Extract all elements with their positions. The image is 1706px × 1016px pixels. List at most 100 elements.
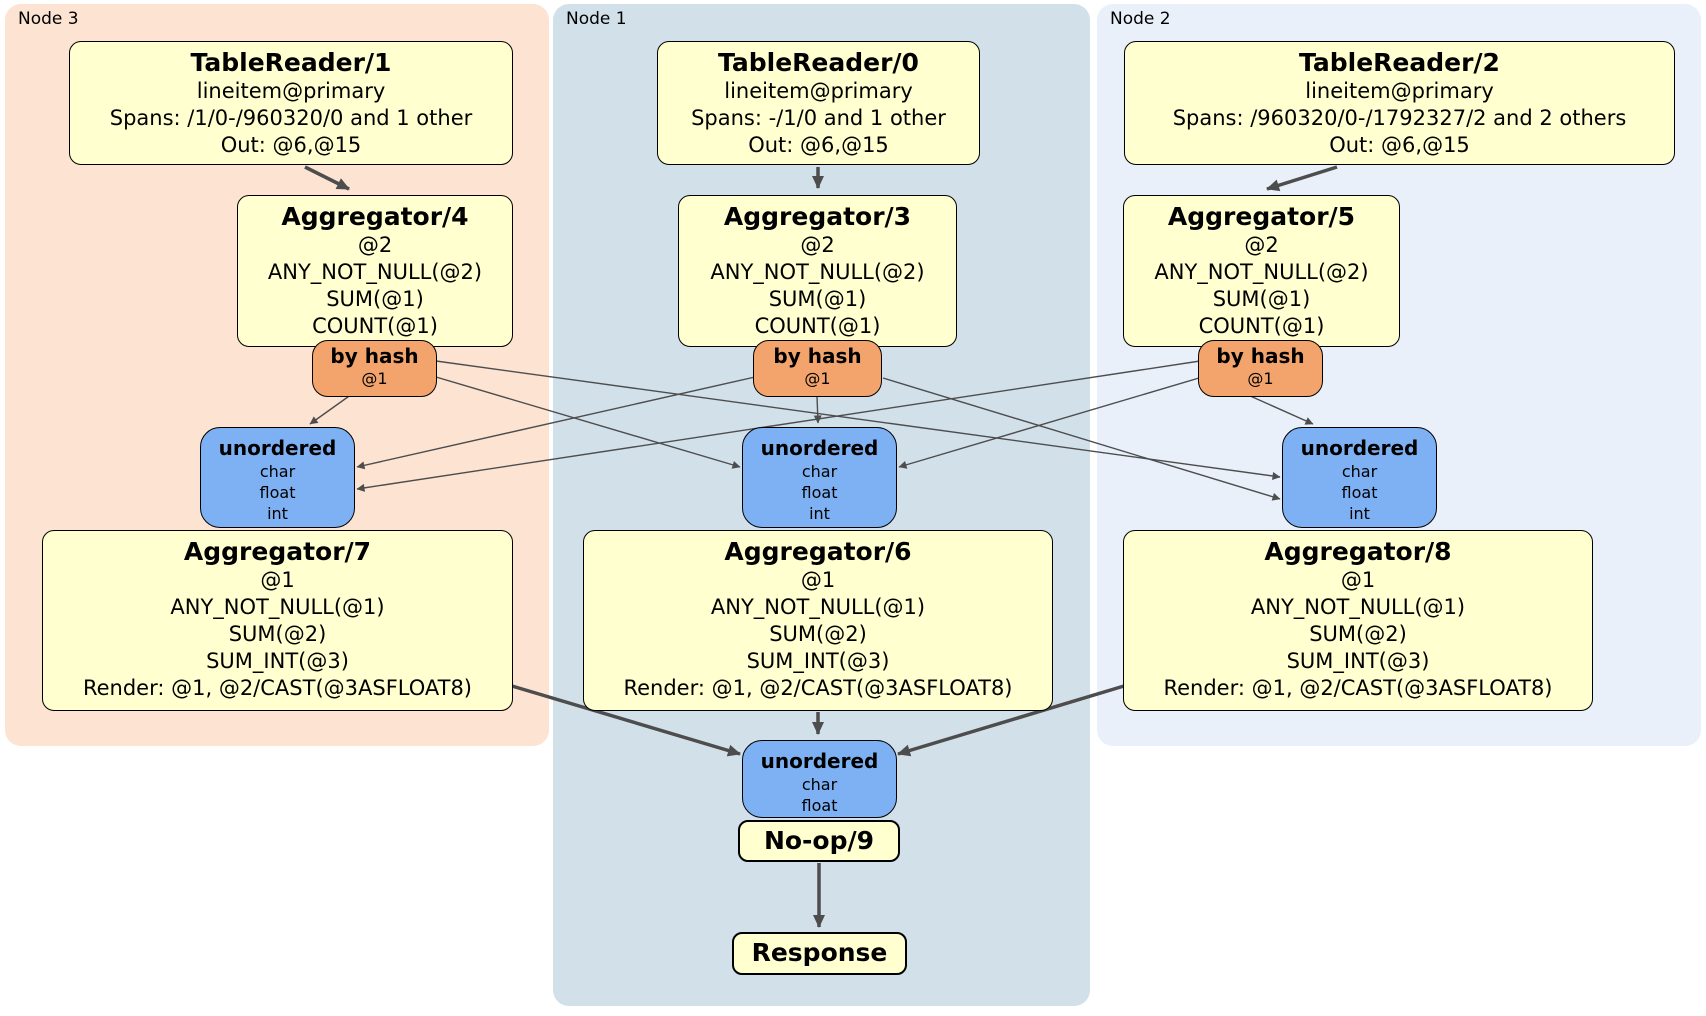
box-line: int [267,504,288,523]
box-title: Aggregator/4 [281,202,469,231]
box-line: @1 [800,568,836,592]
box-line: Out: @6,@15 [748,133,889,157]
box-line: float [801,483,838,502]
box-lines: @1 [1199,369,1322,389]
box-line: int [1349,504,1370,523]
box-line: SUM_INT(@3) [1286,649,1430,673]
edge-hashL-syncC [435,376,741,469]
unordered-sync-node2: unordered char float int [1282,427,1437,528]
box-title: unordered [218,436,337,460]
box-title: by hash [773,344,862,368]
box-line: ANY_NOT_NULL(@2) [710,260,925,284]
edge-hashC-syncR [882,377,1281,501]
box-line: Render: @1, @2/CAST(@3ASFLOAT8) [1163,676,1553,700]
box-line: SUM_INT(@3) [206,649,349,673]
box-title: Aggregator/3 [723,202,912,231]
box-lines: @1 [754,369,881,389]
box-line: float [801,796,838,815]
hash-router-node2: by hash @1 [1198,340,1323,397]
edge-hashC-syncL [356,376,756,470]
box-line: lineitem@primary [196,79,386,103]
box-title: Aggregator/5 [1167,202,1356,231]
edge-hashR-syncC [898,377,1200,469]
box-line: @2 [1244,233,1279,257]
box-line: char [801,462,838,481]
box-line: COUNT(@1) [1198,314,1325,338]
edge-hashL-syncR [435,360,1281,480]
box-line: ANY_NOT_NULL(@1) [1250,595,1466,619]
box-line: Out: @6,@15 [1329,133,1470,157]
thin-edges [309,360,1314,501]
box-line: @1 [804,369,831,388]
box-title: TableReader/1 [190,48,392,77]
response-box: Response [732,932,907,975]
edge-hashR-syncL [356,360,1201,492]
box-line: @1 [361,369,388,388]
box-line: Spans: -/1/0 and 1 other [691,106,946,130]
edge-agg8-sync [897,684,1125,757]
box-lines: char float int [1283,461,1436,524]
box-line: SUM_INT(@3) [746,649,890,673]
box-lines: @1 [313,369,436,389]
box-title: unordered [1300,436,1419,460]
box-line: @1 [1247,369,1274,388]
box-line: Render: @1, @2/CAST(@3ASFLOAT8) [82,676,473,700]
edge-hashR-syncR [1247,394,1314,425]
box-line: ANY_NOT_NULL(@2) [1154,260,1369,284]
edge-tr1-agg4 [304,165,350,191]
noop-box: No-op/9 [738,820,900,862]
box-title: TableReader/2 [1299,48,1500,77]
box-title: TableReader/0 [718,48,919,77]
box-title: Response [751,938,888,967]
final-unordered-sync: unordered char float [742,740,897,818]
box-line: @2 [800,233,835,257]
box-line: float [259,483,296,502]
thick-edges [304,165,1338,928]
edge-agg7-sync [511,684,741,757]
box-title: by hash [1216,344,1305,368]
box-line: Spans: /960320/0-/1792327/2 and 2 others [1172,106,1627,130]
box-line: float [1341,483,1378,502]
box-title: No-op/9 [763,826,875,855]
box-line: COUNT(@1) [754,314,881,338]
edge-hashL-syncL [309,393,353,425]
box-title: by hash [330,344,419,368]
hash-router-node1: by hash @1 [753,340,882,397]
node1-region-label: Node 1 [566,9,627,29]
box-line: Out: @6,@15 [220,133,362,157]
box-line: char [801,775,838,794]
box-line: lineitem@primary [724,79,913,103]
box-lines: char float [743,774,896,816]
box-line: ANY_NOT_NULL(@1) [170,595,385,619]
box-title: unordered [760,749,879,773]
hash-router-node3: by hash @1 [312,340,437,397]
box-line: SUM(@2) [1309,622,1407,646]
box-line: lineitem@primary [1305,79,1494,103]
box-title: unordered [760,436,879,460]
box-line: char [1341,462,1378,481]
box-title: Aggregator/6 [724,537,912,566]
box-line: Render: @1, @2/CAST(@3ASFLOAT8) [623,676,1013,700]
box-title: Aggregator/7 [183,537,372,566]
